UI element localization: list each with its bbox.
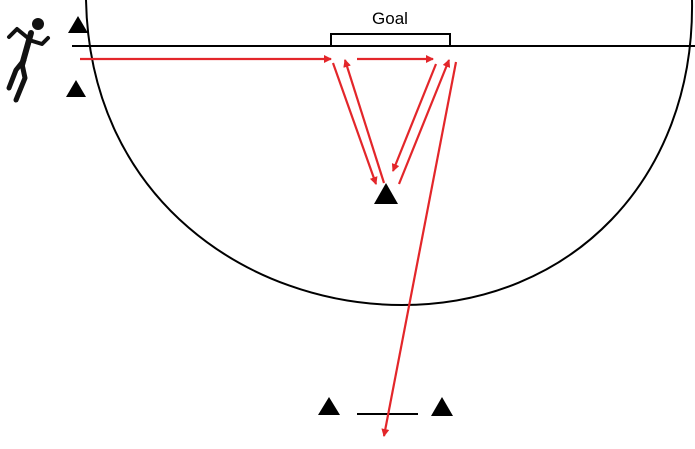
arrow-long-run-out (381, 61, 458, 437)
goal-frame (330, 33, 451, 47)
movement-arrows (80, 55, 458, 437)
arrow-back-from-cone (343, 59, 386, 184)
six-meter-arc (85, 0, 694, 307)
cones (66, 16, 453, 416)
arrow-back-to-right (397, 59, 451, 185)
cone-icon (318, 397, 340, 415)
goal: Goal (330, 9, 451, 47)
arrow-to-center-cone-right (391, 63, 438, 172)
cone-icon (431, 397, 453, 416)
arrow-to-center-cone (331, 62, 378, 185)
cone-icon (374, 183, 398, 204)
cone-icon (66, 80, 86, 97)
goal-label: Goal (372, 9, 408, 28)
cone-icon (68, 16, 88, 33)
handball-player-icon (6, 18, 50, 103)
